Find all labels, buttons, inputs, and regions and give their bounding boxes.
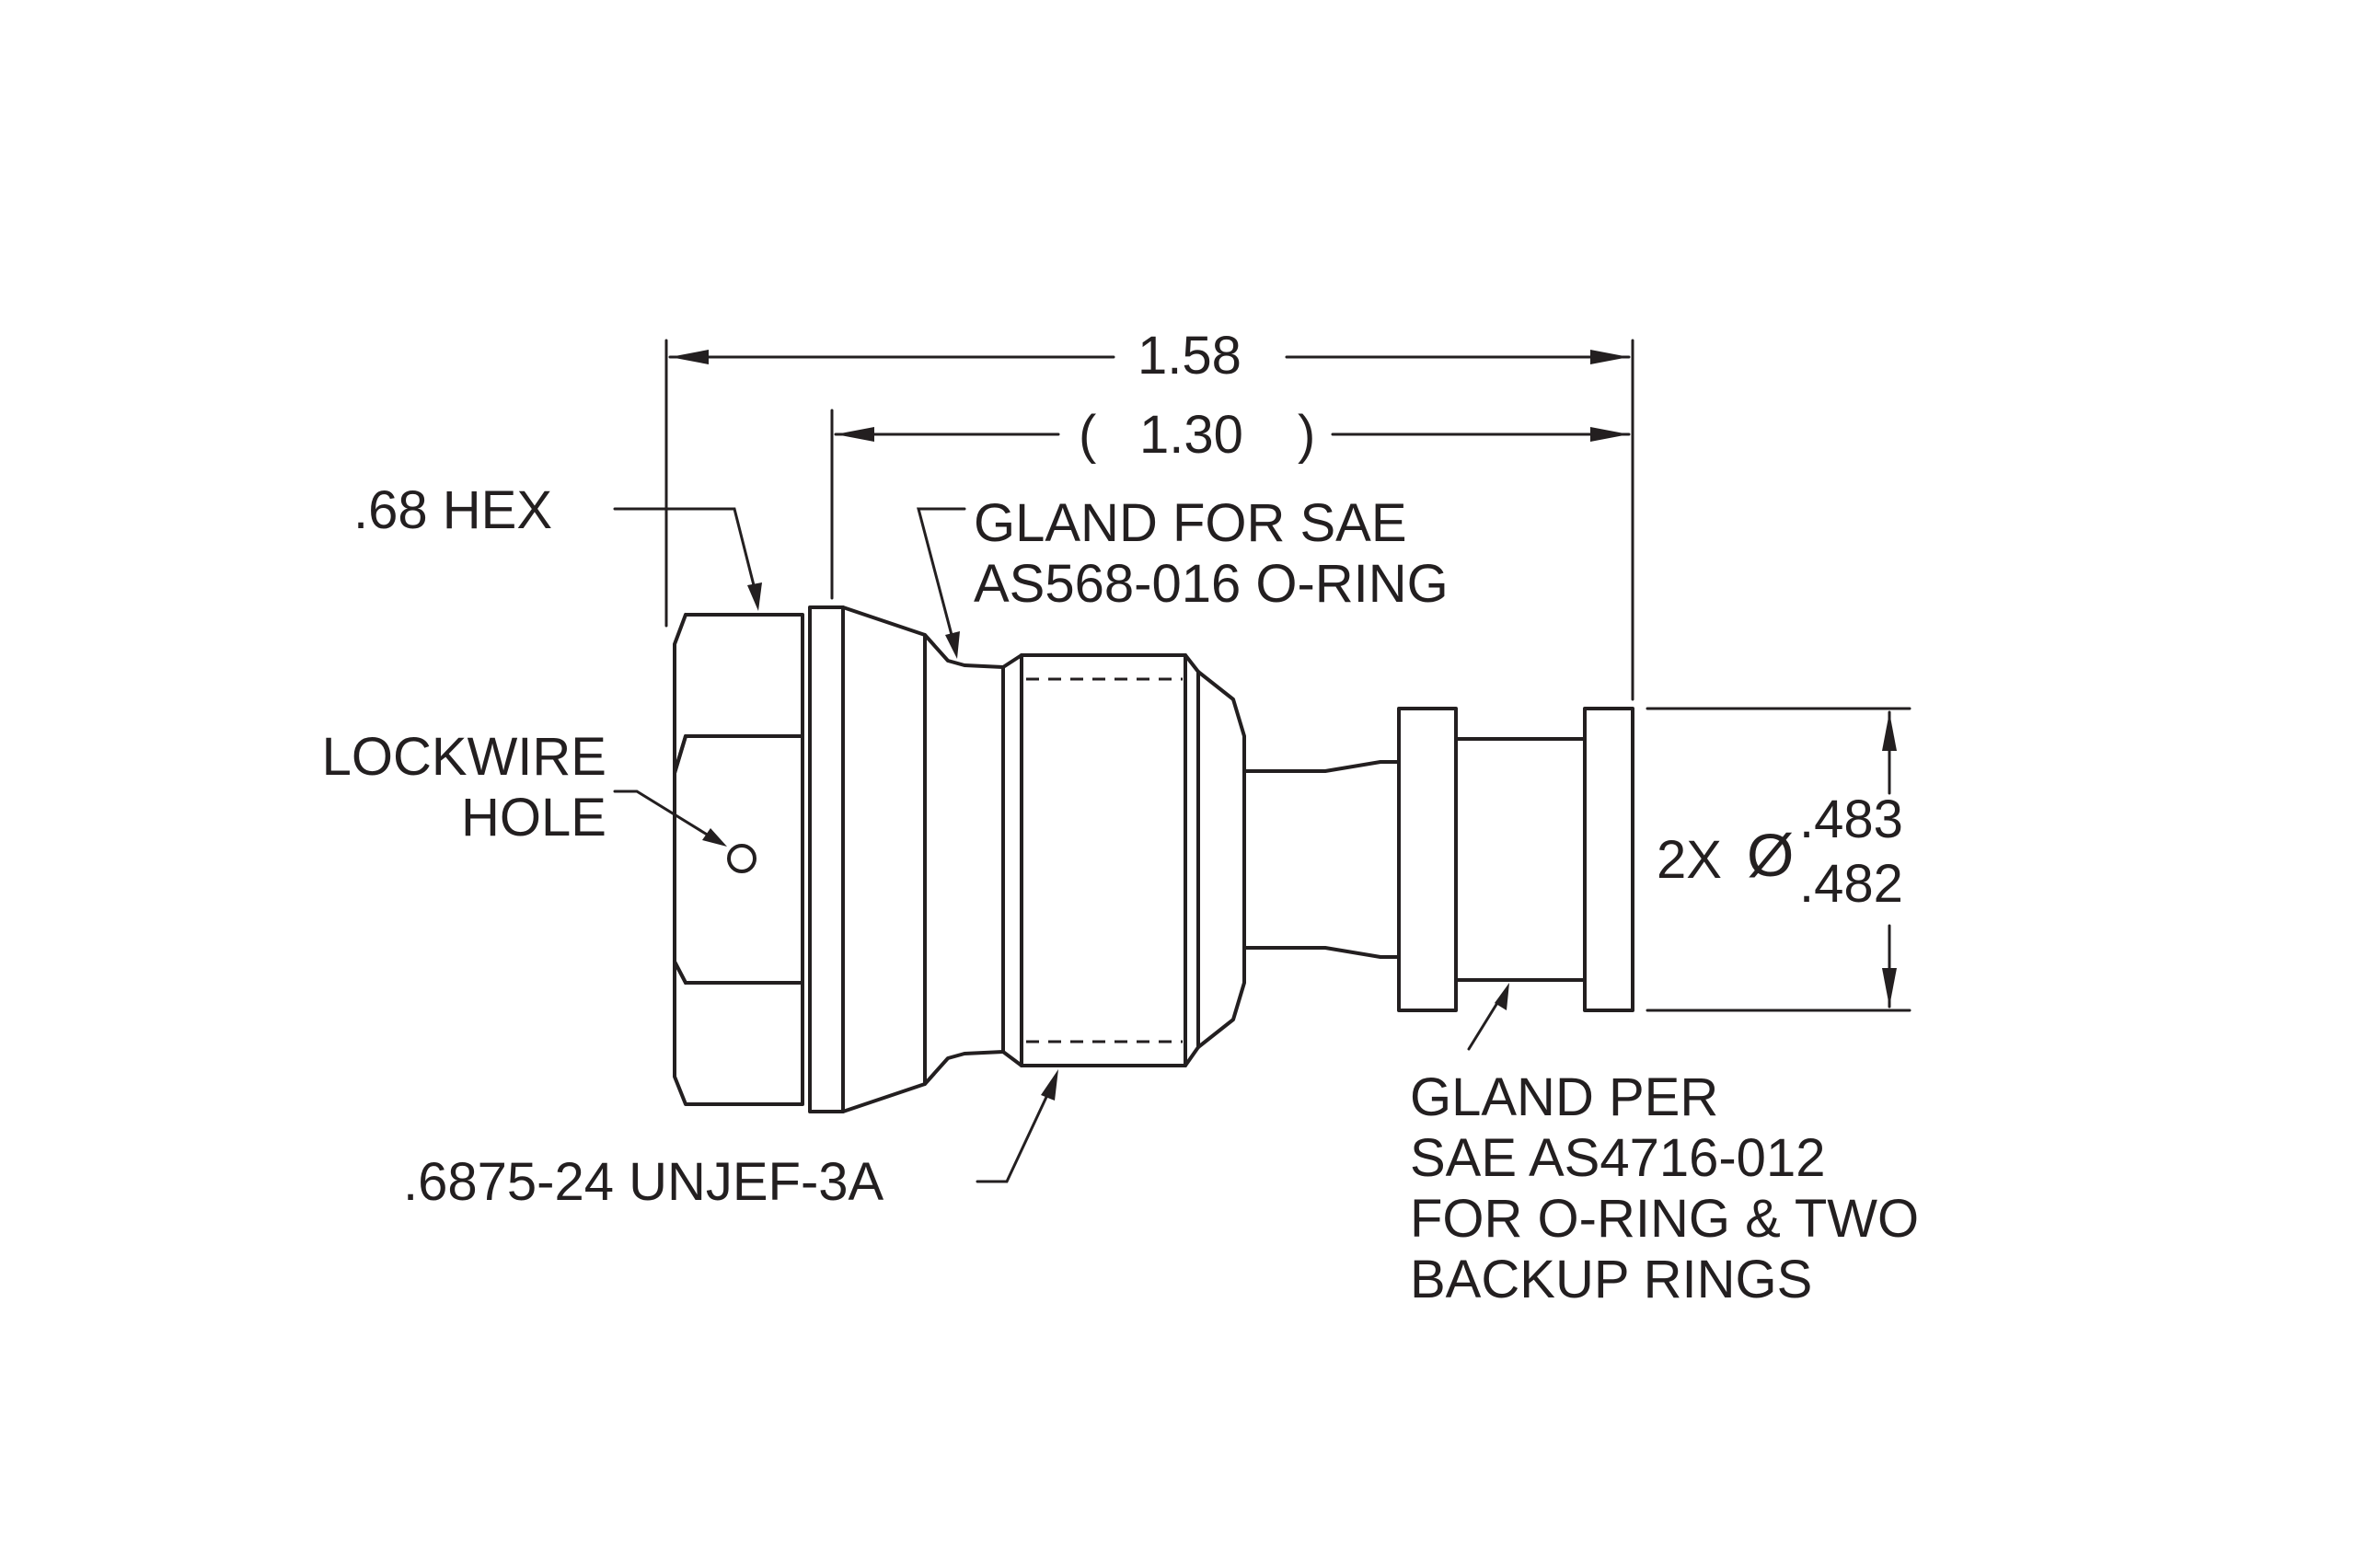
thread-section	[1001, 653, 1246, 1067]
leader-gland-sae	[917, 507, 966, 659]
gland-per-callout: GLAND PER SAE AS4716-012 FOR O-RING & TW…	[1410, 1067, 1920, 1309]
o-ring-gland	[923, 633, 1005, 1086]
diameter-max-value: .483	[1799, 790, 1903, 849]
leader-thread	[976, 1069, 1058, 1183]
arrowhead-down	[1882, 968, 1897, 1007]
arrowhead-right	[1590, 427, 1629, 442]
arrowhead-right	[1590, 350, 1629, 364]
lockwire-hole-callout: LOCKWIRE HOLE	[321, 727, 606, 847]
arrowhead-left	[836, 427, 874, 442]
reference-paren-open: (	[1079, 405, 1097, 465]
reference-length-dimension	[830, 409, 1631, 600]
reference-paren-close: )	[1298, 405, 1316, 465]
hex-body	[673, 613, 804, 1106]
backup-land-2	[1583, 707, 1634, 1012]
diameter-dimension	[1646, 707, 1911, 1012]
leader-hex	[613, 507, 762, 611]
leader-gland-per	[1467, 983, 1509, 1051]
diameter-min-value: .482	[1799, 854, 1903, 914]
arrowhead-left	[670, 350, 709, 364]
overall-length-value: 1.58	[1138, 326, 1242, 386]
reference-length-value: 1.30	[1139, 405, 1243, 465]
thread-callout: .6875-24 UNJEF-3A	[403, 1152, 884, 1212]
taper-cone	[841, 605, 927, 1113]
gland-groove	[1454, 737, 1587, 982]
diameter-symbol-icon: Ø	[1747, 821, 1795, 889]
flange-collar	[808, 605, 845, 1113]
leader-lockwire	[613, 790, 727, 847]
backup-land-1	[1397, 707, 1458, 1012]
hex-callout: .68 HEX	[353, 480, 552, 540]
fitting-outline	[673, 605, 1634, 1113]
diameter-count: 2X	[1657, 830, 1722, 890]
arrowhead-up	[1882, 712, 1897, 751]
gland-sae-callout: GLAND FOR SAE AS568-016 O-RING	[974, 493, 1449, 614]
shank	[1242, 760, 1401, 959]
lockwire-hole-circle	[727, 844, 756, 873]
overall-length-dimension	[664, 339, 1634, 701]
